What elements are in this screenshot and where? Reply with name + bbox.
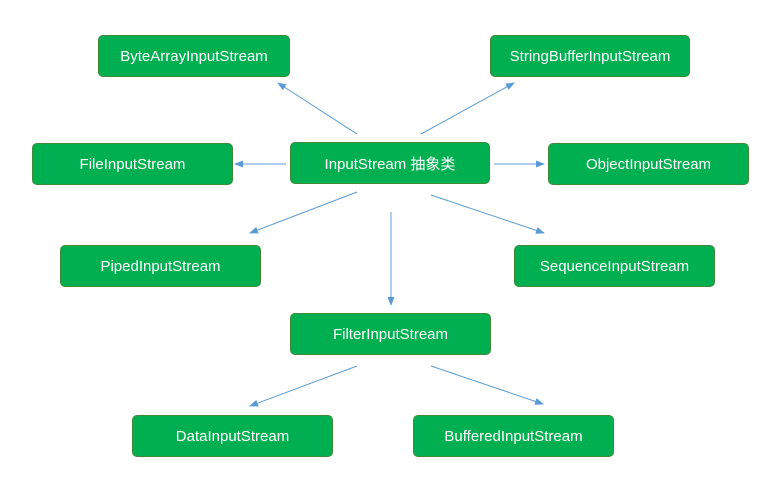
arrow-input-stream-to-piped-input-stream [249, 191, 358, 234]
node-object-input-stream: ObjectInputStream [548, 143, 749, 185]
node-filter-input-stream: FilterInputStream [290, 313, 491, 355]
node-string-buffer-input-stream: StringBufferInputStream [490, 35, 690, 77]
arrow-input-stream-to-sequence-input-stream [430, 194, 545, 234]
node-data-input-stream: DataInputStream [132, 415, 333, 457]
node-buffered-input-stream: BufferedInputStream [413, 415, 614, 457]
node-byte-array-input-stream: ByteArrayInputStream [98, 35, 290, 77]
arrow-filter-input-stream-to-buffered-input-stream [430, 365, 544, 405]
node-sequence-input-stream: SequenceInputStream [514, 245, 715, 287]
arrow-input-stream-to-string-buffer-input-stream [420, 82, 515, 135]
arrow-input-stream-to-byte-array-input-stream [277, 82, 358, 135]
node-piped-input-stream: PipedInputStream [60, 245, 261, 287]
node-input-stream: InputStream 抽象类 [290, 142, 490, 184]
arrow-filter-input-stream-to-data-input-stream [249, 365, 358, 407]
node-file-input-stream: FileInputStream [32, 143, 233, 185]
